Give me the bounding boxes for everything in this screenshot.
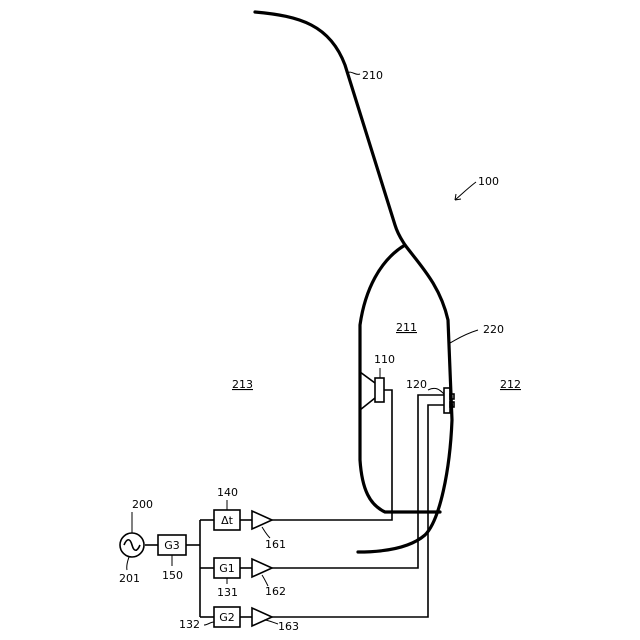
label-163: 163 — [278, 620, 299, 633]
label-110: 110 — [374, 353, 395, 366]
label-150: 150 — [162, 569, 183, 582]
block-g2: G2 — [214, 607, 240, 627]
label-140: 140 — [217, 486, 238, 499]
block-dt: Δt — [214, 510, 240, 530]
label-161: 161 — [265, 538, 286, 551]
block-g2-label: G2 — [219, 611, 235, 624]
label-213: 213 — [232, 378, 253, 391]
block-g1: G1 — [214, 558, 240, 578]
label-212: 212 — [500, 378, 521, 391]
label-132: 132 — [179, 618, 200, 631]
label-120: 120 — [406, 378, 427, 391]
label-162: 162 — [265, 585, 286, 598]
label-100: 100 — [478, 175, 499, 188]
label-201: 201 — [119, 572, 140, 585]
block-g3-label: G3 — [164, 539, 180, 552]
amplifier-163-icon — [252, 608, 272, 626]
amplifier-162-icon — [252, 559, 272, 577]
wiring — [145, 390, 444, 617]
block-dt-label: Δt — [221, 514, 234, 527]
block-g1-label: G1 — [219, 562, 235, 575]
label-131: 131 — [217, 586, 238, 599]
amplifier-161-icon — [252, 511, 272, 529]
label-200: 200 — [132, 498, 153, 511]
label-220: 220 — [483, 323, 504, 336]
label-211: 211 — [396, 321, 417, 334]
block-g3: G3 — [158, 535, 186, 555]
signal-source — [120, 533, 144, 557]
label-210: 210 — [362, 69, 383, 82]
outer-contour-210 — [255, 12, 452, 552]
